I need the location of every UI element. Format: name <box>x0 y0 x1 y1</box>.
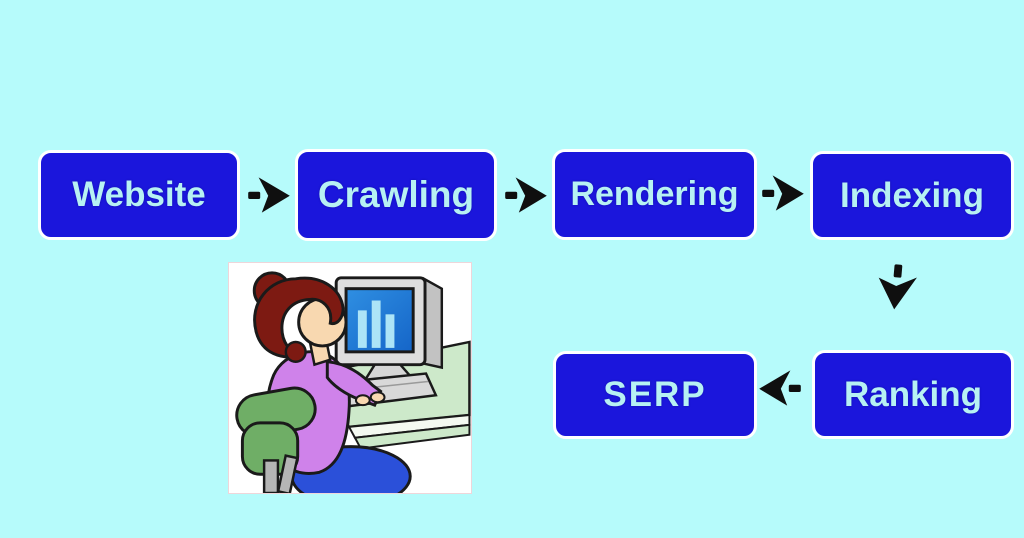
node-crawling-label: Crawling <box>317 174 475 215</box>
arrow-right-icon <box>757 169 809 217</box>
node-rendering: Rendering <box>552 149 757 240</box>
node-website: Website <box>38 150 240 240</box>
chair <box>235 386 317 493</box>
arrow-right-icon <box>243 171 295 219</box>
node-serp-label: SERP <box>603 375 707 414</box>
arrow-down-icon <box>869 259 925 315</box>
node-serp: SERP <box>553 351 757 439</box>
node-indexing: Indexing <box>810 151 1014 240</box>
monitor-with-bar-chart <box>334 276 444 382</box>
arrow-left-icon <box>754 364 806 412</box>
node-ranking-label: Ranking <box>843 374 983 414</box>
arrow-right-icon <box>500 171 552 219</box>
node-rendering-label: Rendering <box>570 175 739 213</box>
node-website-label: Website <box>72 175 206 214</box>
person-at-computer-illustration <box>228 262 472 494</box>
node-crawling: Crawling <box>295 149 497 241</box>
node-ranking: Ranking <box>812 350 1014 439</box>
node-indexing-label: Indexing <box>840 175 984 215</box>
